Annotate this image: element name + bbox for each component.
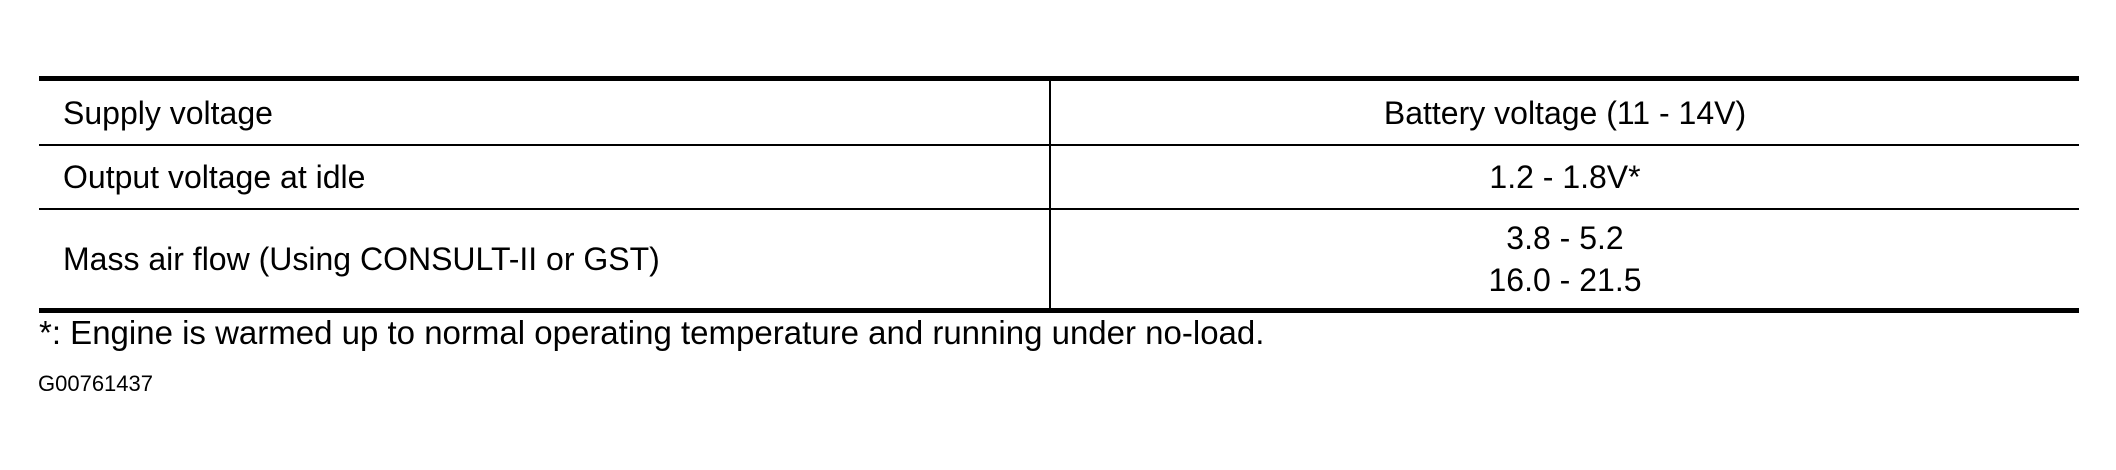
value-cell: 3.8 - 5.2 16.0 - 21.5 [1050, 209, 2079, 311]
parameter-cell: Supply voltage [39, 78, 1051, 146]
table-row-mass-air-flow: Mass air flow (Using CONSULT-II or GST) … [39, 209, 2079, 311]
figure-id: G00761437 [38, 371, 153, 396]
value-text: 16.0 - 21.5 [1488, 262, 1642, 298]
table-row-output-voltage: Output voltage at idle 1.2 - 1.8V* [39, 145, 2079, 210]
value-text: Battery voltage (11 - 14V) [1383, 94, 1747, 131]
footnote: *: Engine is warmed up to normal operati… [39, 314, 1265, 351]
parameter-cell: Output voltage at idle [39, 145, 1051, 210]
value-text: 1.2 - 1.8V* [1489, 159, 1641, 195]
value-text: 3.8 - 5.2 [1506, 220, 1624, 256]
specification-table: Supply voltage Battery voltage (11 - 14V… [39, 76, 2079, 313]
value-cell: Battery voltage (11 - 14V) [1050, 78, 2079, 146]
value-cell: 1.2 - 1.8V* [1050, 145, 2079, 210]
parameter-cell: Mass air flow (Using CONSULT-II or GST) [39, 209, 1051, 311]
table-row-supply-voltage: Supply voltage Battery voltage (11 - 14V… [39, 78, 2079, 146]
